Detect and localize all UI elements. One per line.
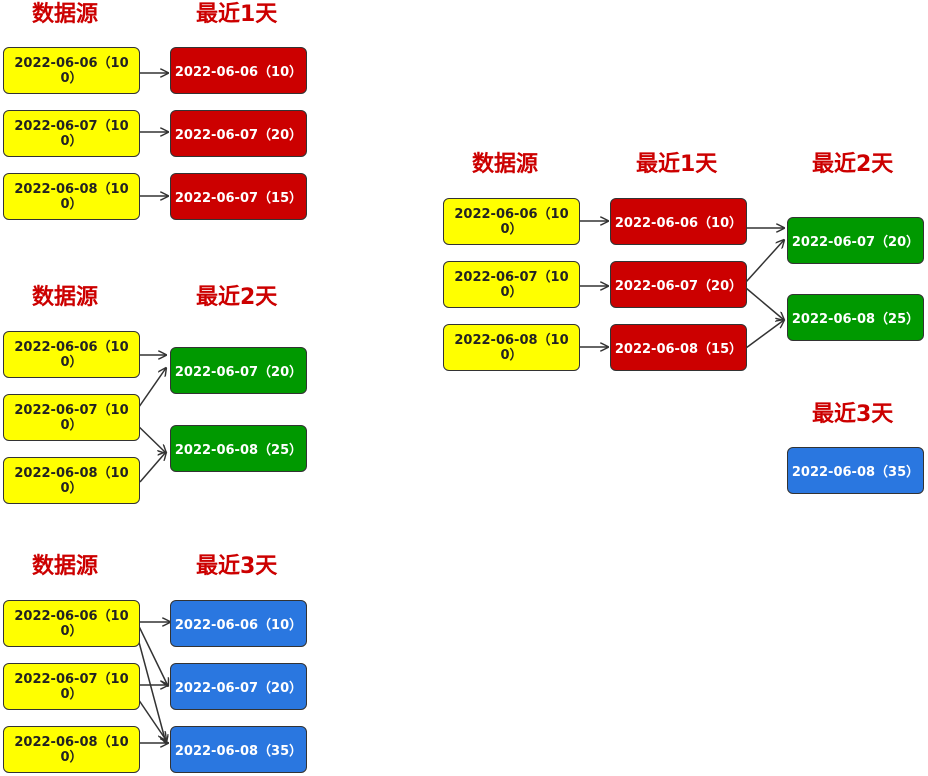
day1-node: 2022-06-07（20） bbox=[610, 261, 747, 308]
heading-source-p1: 数据源 bbox=[32, 2, 99, 27]
day2-node: 2022-06-07（20） bbox=[170, 347, 307, 394]
heading-day2-combined: 最近2天 bbox=[812, 152, 894, 177]
source-node: 2022-06-08（100） bbox=[3, 726, 140, 773]
source-node: 2022-06-06（100） bbox=[443, 198, 580, 245]
heading-day1-p1: 最近1天 bbox=[196, 2, 278, 27]
source-node: 2022-06-07（100） bbox=[3, 394, 140, 441]
day3-node: 2022-06-08（35） bbox=[170, 726, 307, 773]
heading-day3-combined: 最近3天 bbox=[812, 402, 894, 427]
source-node: 2022-06-07（100） bbox=[3, 663, 140, 710]
source-node: 2022-06-08（100） bbox=[3, 173, 140, 220]
day2-node: 2022-06-08（25） bbox=[787, 294, 924, 341]
source-node: 2022-06-08（100） bbox=[443, 324, 580, 371]
source-node: 2022-06-07（100） bbox=[3, 110, 140, 157]
day2-node: 2022-06-08（25） bbox=[170, 425, 307, 472]
day1-node: 2022-06-06（10） bbox=[170, 47, 307, 94]
day1-node: 2022-06-07（20） bbox=[170, 110, 307, 157]
day3-node: 2022-06-08（35） bbox=[787, 447, 924, 494]
heading-day3-p3: 最近3天 bbox=[196, 554, 278, 579]
day3-node: 2022-06-07（20） bbox=[170, 663, 307, 710]
heading-source-combined: 数据源 bbox=[472, 152, 539, 177]
arrow-c-6 bbox=[745, 287, 784, 320]
source-node: 2022-06-07（100） bbox=[443, 261, 580, 308]
day1-node: 2022-06-08（15） bbox=[610, 324, 747, 371]
source-node: 2022-06-06（100） bbox=[3, 600, 140, 647]
source-node: 2022-06-08（100） bbox=[3, 457, 140, 504]
day2-node: 2022-06-07（20） bbox=[787, 217, 924, 264]
arrow-p2-4 bbox=[139, 452, 166, 483]
day3-node: 2022-06-06（10） bbox=[170, 600, 307, 647]
heading-source-p3: 数据源 bbox=[32, 554, 99, 579]
arrow-c-7 bbox=[745, 320, 784, 349]
day1-node: 2022-06-06（10） bbox=[610, 198, 747, 245]
arrow-c-5 bbox=[745, 240, 784, 283]
heading-day2-p2: 最近2天 bbox=[196, 285, 278, 310]
source-node: 2022-06-06（100） bbox=[3, 47, 140, 94]
heading-day1-combined: 最近1天 bbox=[636, 152, 718, 177]
source-node: 2022-06-06（100） bbox=[3, 331, 140, 378]
heading-source-p2: 数据源 bbox=[32, 285, 99, 310]
day1-node: 2022-06-07（15） bbox=[170, 173, 307, 220]
